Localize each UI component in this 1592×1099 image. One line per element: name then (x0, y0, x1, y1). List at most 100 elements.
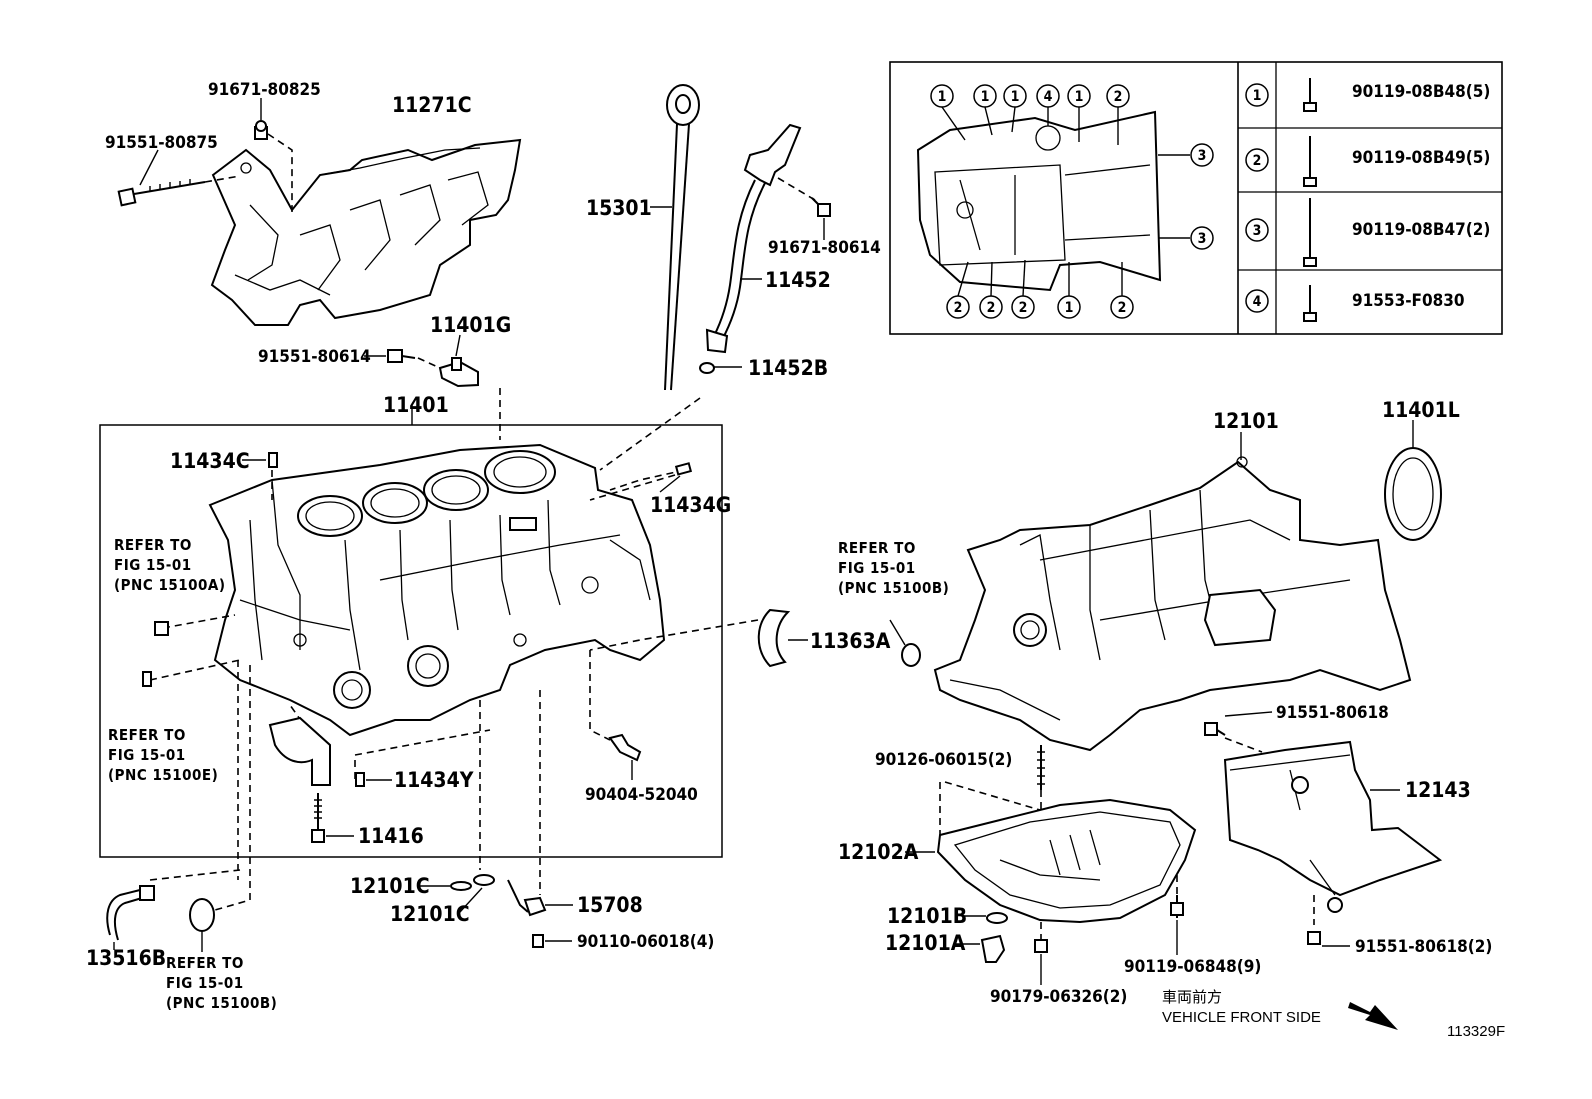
gasket-12101c-a-drawing (450, 881, 472, 891)
ref-a-line2: FIG 15-01 (114, 556, 192, 574)
label-12101c-a: 12101C (350, 874, 430, 898)
label-91551-80614: 91551-80614 (258, 347, 371, 367)
ref-a-line3: (PNC 15100A) (114, 576, 226, 594)
oil-pan-12101-drawing (933, 456, 1412, 752)
label-91671-80614: 91671-80614 (768, 238, 881, 258)
bolt-91551-80618-2-drawing (1307, 895, 1350, 947)
bolt-91551-80875-drawing (117, 149, 241, 207)
label-11452b: 11452B (748, 356, 828, 380)
label-11401l: 11401L (1382, 398, 1460, 422)
inset-top-3: 1 (1011, 89, 1020, 105)
cylinder-block-11401-drawing (208, 443, 666, 737)
label-90119-06848: 90119-06848(9) (1124, 957, 1261, 977)
inset-top-2: 1 (981, 89, 990, 105)
table-part-4: 91553-F0830 (1352, 291, 1465, 311)
block-assembly-lines (149, 397, 759, 911)
label-11452: 11452 (765, 268, 831, 292)
inset-bottom-3: 2 (1019, 300, 1028, 316)
table-key-1: 1 (1253, 88, 1262, 104)
bearing-cap-drawing (268, 716, 331, 786)
label-90126-06015: 90126-06015(2) (875, 750, 1012, 770)
bolt-table: 1 90119-08B48(5) 2 90119-08B49(5) 3 9011… (1245, 82, 1490, 313)
bolt-11416-drawing (311, 793, 354, 843)
label-12143: 12143 (1405, 778, 1471, 802)
dipstick-15301-drawing (650, 84, 700, 391)
baffle-12143-drawing (1223, 740, 1443, 913)
label-90110-06018: 90110-06018(4) (577, 932, 714, 952)
front-arrow-icon (1348, 1002, 1398, 1030)
table-key-3: 3 (1253, 223, 1262, 239)
gasket-12101b-drawing (986, 912, 1008, 924)
footer: 車両前方 VEHICLE FRONT SIDE 113329F (1162, 989, 1505, 1040)
refer-to-notes: REFER TO FIG 15-01 (PNC 15100A) REFER TO… (108, 536, 949, 1012)
bolt-90119-06848-drawing (1170, 875, 1184, 955)
oil-pan-12102a-drawing (936, 798, 1197, 924)
label-12101c-b: 12101C (390, 902, 470, 926)
sensor-90404-52040-drawing (608, 733, 642, 780)
inset-top-4: 4 (1044, 89, 1053, 105)
sensor-11401g-drawing (364, 334, 501, 440)
label-12102a: 12102A (838, 840, 919, 864)
callout-labels: 91671-80825 11271C 91551-80875 15301 916… (86, 80, 1492, 1007)
ref-e-line2: FIG 15-01 (108, 746, 186, 764)
ref-b1-line1: REFER TO (166, 954, 244, 972)
label-13516b: 13516B (86, 946, 166, 970)
label-12101b: 12101B (887, 904, 967, 928)
front-side-en: VEHICLE FRONT SIDE (1162, 1009, 1321, 1026)
inset-bottom-2: 2 (987, 300, 996, 316)
label-15301: 15301 (586, 196, 652, 220)
ref-e-line1: REFER TO (108, 726, 186, 744)
label-11401: 11401 (383, 393, 449, 417)
label-91551-80618: 91551-80618 (1276, 703, 1389, 723)
label-11434c: 11434C (170, 449, 250, 473)
label-11434y: 11434Y (394, 768, 474, 792)
inset-bottom-1: 2 (954, 300, 963, 316)
tube-13516b-drawing (106, 885, 155, 950)
ref-e-line3: (PNC 15100E) (108, 766, 218, 784)
bolt-91671-80825-drawing (254, 98, 293, 212)
inset-right-1: 3 (1198, 148, 1207, 164)
part-11271c-drawing (210, 138, 522, 326)
inset-markers: 1 1 1 4 1 2 3 3 2 2 2 1 2 (930, 84, 1214, 319)
inset-top-5: 1 (1075, 89, 1084, 105)
ref-b2-line3: (PNC 15100B) (838, 579, 949, 597)
table-bolt-icons (1303, 78, 1317, 322)
oil-jet-15708-drawing (507, 879, 573, 948)
label-90179-06326: 90179-06326(2) (990, 987, 1127, 1007)
label-12101: 12101 (1213, 409, 1279, 433)
ref-b1-line3: (PNC 15100B) (166, 994, 277, 1012)
table-part-2: 90119-08B49(5) (1352, 148, 1490, 168)
table-part-3: 90119-08B47(2) (1352, 220, 1490, 240)
cylinder-block-frame (99, 424, 723, 858)
inset-top-6: 2 (1114, 89, 1123, 105)
label-11434g: 11434G (650, 493, 731, 517)
ref-b1-line2: FIG 15-01 (166, 974, 244, 992)
label-11271c: 11271C (392, 93, 472, 117)
inset-bottom-5: 2 (1118, 300, 1127, 316)
bolt-91671-80614-drawing (811, 197, 831, 240)
label-12101a: 12101A (885, 931, 966, 955)
bolt-location-inset (889, 61, 1503, 335)
label-11363a: 11363A (810, 629, 891, 653)
ref-a-line1: REFER TO (114, 536, 192, 554)
label-15708: 15708 (577, 893, 643, 917)
label-91671-80825: 91671-80825 (208, 80, 321, 100)
ref-b2-line1: REFER TO (838, 539, 916, 557)
table-key-4: 4 (1253, 294, 1262, 310)
ref-b2-line2: FIG 15-01 (838, 559, 916, 577)
table-part-1: 90119-08B48(5) (1352, 82, 1490, 102)
label-91551-80618-2: 91551-80618(2) (1355, 937, 1492, 957)
thrust-washer-11363a-drawing (757, 608, 808, 668)
gasket-12101c-b-drawing (473, 874, 495, 886)
nut-90179-06326-drawing (1034, 939, 1048, 985)
oring-right-drawing (901, 643, 921, 667)
inset-bottom-4: 1 (1065, 300, 1074, 316)
label-11416: 11416 (358, 824, 424, 848)
bolt-91551-80618-drawing (1204, 711, 1273, 753)
illustration-number: 113329F (1447, 1023, 1505, 1040)
front-side-jp: 車両前方 (1162, 989, 1222, 1006)
oring-15100b-drawing (189, 898, 215, 932)
label-11401g: 11401G (430, 313, 511, 337)
inset-top-1: 1 (938, 89, 947, 105)
